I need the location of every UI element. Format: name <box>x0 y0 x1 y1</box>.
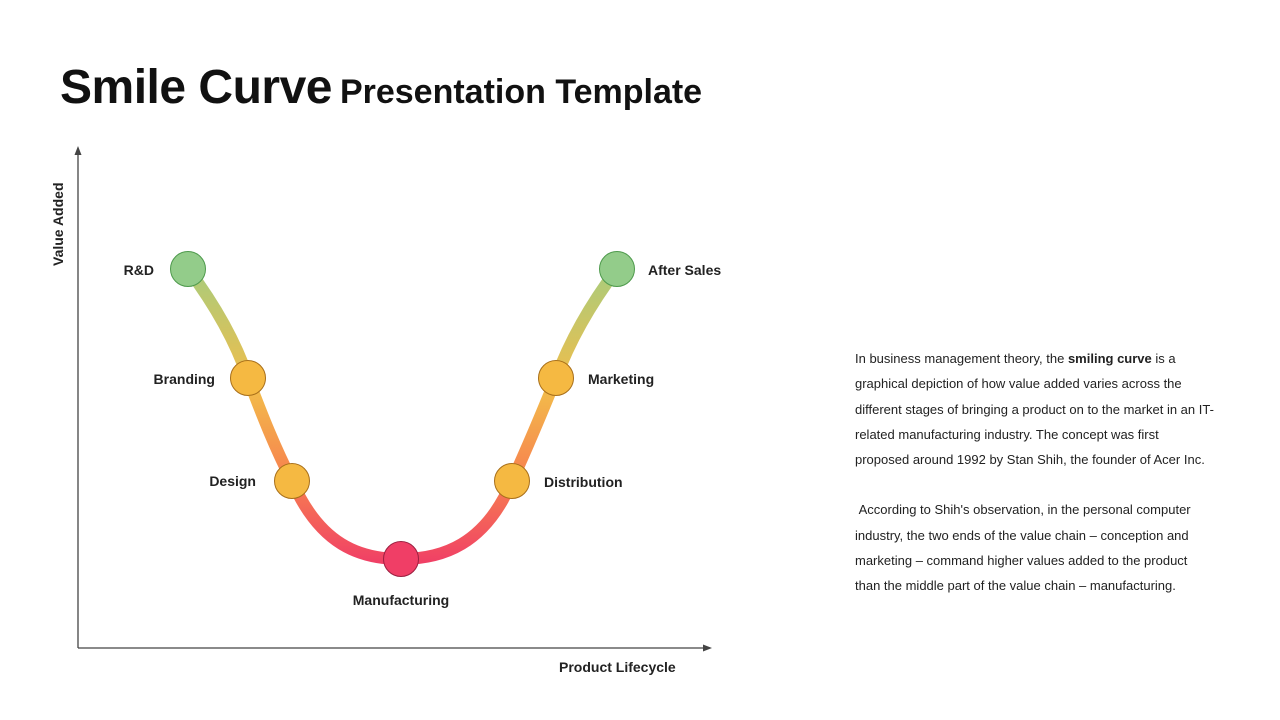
stage-marker <box>599 251 635 287</box>
stage-rd: R&D <box>124 251 206 287</box>
text: According to Shih's observation, in the … <box>855 502 1191 594</box>
description-paragraph-1: In business management theory, the smili… <box>855 346 1215 472</box>
stage-after-sales: After Sales <box>599 251 721 287</box>
stage-distribution: Distribution <box>494 463 623 499</box>
description: In business management theory, the smili… <box>855 346 1215 599</box>
y-axis-label: Value Added <box>50 182 66 266</box>
stage-label: Design <box>209 473 256 489</box>
text: is a graphical depiction of how value ad… <box>855 351 1214 468</box>
highlighted-term: smiling curve <box>1067 351 1152 366</box>
x-axis-label: Product Lifecycle <box>559 659 676 675</box>
stage-label: Branding <box>154 371 215 387</box>
stage-marker <box>538 360 574 396</box>
text: In business management theory, the <box>855 351 1068 366</box>
stage-label: Distribution <box>544 474 623 490</box>
stage-label: R&D <box>124 262 154 278</box>
x-axis <box>78 644 712 652</box>
stage-marker <box>274 463 310 499</box>
stage-label: Marketing <box>588 371 654 387</box>
stage-marker <box>230 360 266 396</box>
stage-label: After Sales <box>648 262 721 278</box>
y-axis-arrow-icon <box>74 146 82 155</box>
stage-marketing: Marketing <box>538 360 654 396</box>
y-axis <box>74 146 82 648</box>
title-main: Smile Curve <box>60 61 332 114</box>
stage-manufacturing: Manufacturing <box>353 541 449 608</box>
x-axis-arrow-icon <box>703 644 712 652</box>
title-sub: Presentation Template <box>339 73 703 111</box>
stage-marker <box>170 251 206 287</box>
stage-branding: Branding <box>154 360 266 396</box>
stage-marker <box>494 463 530 499</box>
stage-label: Manufacturing <box>353 592 449 608</box>
stage-marker <box>383 541 419 577</box>
smile-curve <box>182 263 623 566</box>
description-paragraph-2: According to Shih's observation, in the … <box>855 497 1215 598</box>
stage-design: Design <box>209 463 310 499</box>
